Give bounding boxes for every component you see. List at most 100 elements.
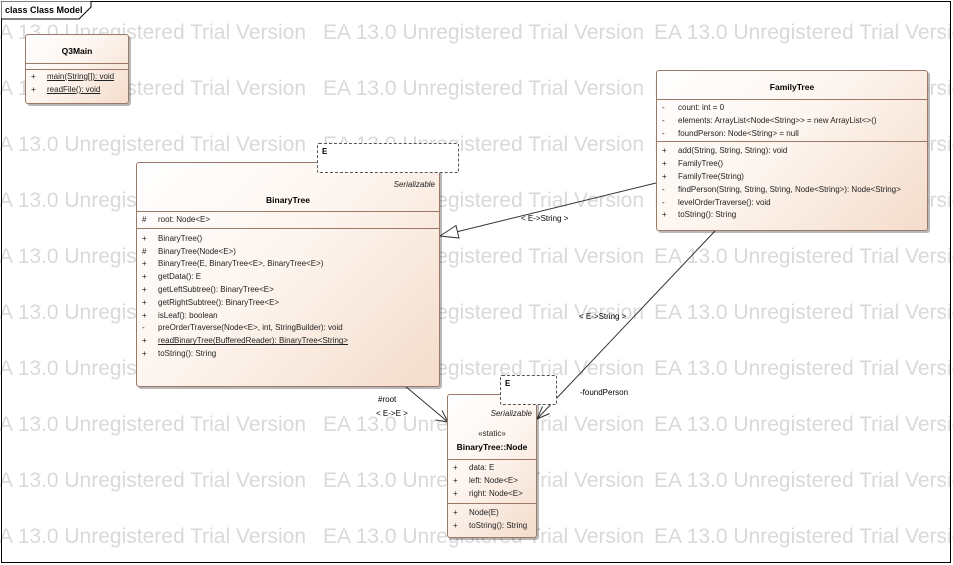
class-name: Q3Main <box>61 46 93 56</box>
template-parameter-box: E <box>500 375 557 405</box>
member-row[interactable]: +getData(): E <box>137 271 439 284</box>
member-signature: getData(): E <box>158 272 202 282</box>
member-signature: getRightSubtree(): BinaryTree<E> <box>158 297 280 307</box>
role-label: #root <box>378 395 397 404</box>
operations-compartment: +BinaryTree()#BinaryTree(Node<E>)+Binary… <box>137 229 439 361</box>
member-signature: foundPerson: Node<String> = null <box>678 128 799 138</box>
member-row[interactable]: + getLeftSubtree(): BinaryTree<E> <box>137 284 439 297</box>
member-row[interactable]: +data: E <box>448 462 536 475</box>
operations-compartment: +add(String, String, String): void+Famil… <box>657 142 927 222</box>
operations-compartment: +main(String[]): void+readFile(): void <box>26 70 128 97</box>
class-name: BinaryTree::Node <box>456 442 528 452</box>
member-row[interactable]: + toString(): String <box>448 520 536 533</box>
visibility-marker: + <box>662 210 667 220</box>
visibility-marker: - <box>662 103 665 112</box>
member-signature: readBinaryTree(BufferedReader): BinaryTr… <box>158 336 349 346</box>
visibility-marker: # <box>142 215 147 224</box>
operations-compartment: + Node(E) + toString(): String <box>448 504 536 533</box>
attributes-compartment: -count: int = 0-elements: ArrayList<Node… <box>657 100 927 143</box>
class-q3main[interactable]: Q3Main +main(String[]): void+readFile():… <box>25 34 129 104</box>
member-row[interactable]: +toString(): String <box>137 348 439 361</box>
member-signature: elements: ArrayList<Node<String>> = new … <box>678 115 877 125</box>
member-row[interactable]: -count: int = 0 <box>657 102 927 115</box>
member-signature: BinaryTree() <box>158 233 203 243</box>
member-row[interactable]: #BinaryTree(Node<E>) <box>137 246 439 259</box>
visibility-marker: - <box>662 197 665 207</box>
member-signature: Node(E) <box>469 508 499 518</box>
member-row[interactable]: +isLeaf(): boolean <box>137 310 439 323</box>
member-signature: BinaryTree(Node<E>) <box>158 246 236 256</box>
member-signature: getLeftSubtree(): BinaryTree<E> <box>158 284 274 294</box>
attributes-compartment <box>26 64 128 70</box>
interface-tag: Serializable <box>490 409 532 418</box>
visibility-marker: + <box>453 475 458 485</box>
member-row[interactable]: + BinaryTree() <box>137 233 439 246</box>
member-row[interactable]: + FamilyTree() <box>657 158 927 171</box>
class-binarytree[interactable]: Serializable BinaryTree #root: Node<E> +… <box>136 162 440 387</box>
member-row[interactable]: - foundPerson: Node<String> = null <box>657 128 927 141</box>
generalization-arrowhead <box>438 224 460 239</box>
member-row[interactable]: + Node(E) <box>448 507 536 520</box>
visibility-marker: + <box>142 297 147 307</box>
association-arrowhead <box>536 406 550 420</box>
member-row[interactable]: + getRightSubtree(): BinaryTree<E> <box>137 297 439 310</box>
member-signature: FamilyTree() <box>678 159 724 169</box>
member-row[interactable]: + left: Node<E> <box>448 475 536 488</box>
member-signature: toString(): String <box>678 210 737 220</box>
visibility-marker: - <box>662 115 665 125</box>
member-signature: toString(): String <box>158 348 217 358</box>
template-parameter: E <box>322 147 328 156</box>
binarytree-node-connector[interactable] <box>404 385 449 423</box>
member-signature: readFile(): void <box>47 84 101 94</box>
visibility-marker: + <box>31 72 36 81</box>
visibility-marker: + <box>142 284 147 294</box>
familytree-node-connector[interactable] <box>536 230 716 420</box>
visibility-marker: + <box>453 508 458 518</box>
class-name: FamilyTree <box>769 82 815 92</box>
member-row[interactable]: + add(String, String, String): void <box>657 145 927 158</box>
visibility-marker: + <box>662 159 667 169</box>
visibility-marker: + <box>142 233 147 243</box>
class-header: Serializable «static» BinaryTree::Node <box>448 395 536 460</box>
member-row[interactable]: +BinaryTree(E, BinaryTree<E>, BinaryTree… <box>137 258 439 271</box>
visibility-marker: + <box>142 259 147 269</box>
member-signature: FamilyTree(String) <box>678 171 744 181</box>
member-row[interactable]: #root: Node<E> <box>137 214 439 227</box>
visibility-marker: + <box>453 521 458 531</box>
member-row[interactable]: +FamilyTree(String) <box>657 171 927 184</box>
member-row[interactable]: +readFile(): void <box>26 84 128 97</box>
member-row[interactable]: + readBinaryTree(BufferedReader): BinaryT… <box>137 335 439 348</box>
visibility-marker: + <box>142 310 147 320</box>
member-row[interactable]: + right: Node<E> <box>448 488 536 501</box>
attributes-compartment: #root: Node<E> <box>137 212 439 229</box>
member-signature: data: E <box>469 463 495 472</box>
visibility-marker: - <box>142 323 145 333</box>
member-row[interactable]: -findPerson(String, String, String, Node… <box>657 184 927 197</box>
member-row[interactable]: - elements: ArrayList<Node<String>> = new… <box>657 115 927 128</box>
member-row[interactable]: -levelOrderTraverse(): void <box>657 197 927 210</box>
familytree-binarytree-connector[interactable] <box>455 182 657 233</box>
member-signature: left: Node<E> <box>469 475 518 485</box>
binding-label: < E->String > <box>579 312 627 321</box>
class-stereotype: «static» <box>478 429 506 438</box>
attributes-compartment: +data: E+left: Node<E>+right: Node<E> <box>448 460 536 505</box>
frame-title: class Class Model <box>5 5 83 15</box>
visibility-marker: + <box>142 336 147 346</box>
template-parameter: E <box>505 379 511 388</box>
class-binarytree-node[interactable]: Serializable «static» BinaryTree::Node +… <box>447 394 537 538</box>
visibility-marker: - <box>662 128 665 138</box>
member-signature: findPerson(String, String, String, Node<… <box>678 184 901 194</box>
member-signature: toString(): String <box>469 521 528 531</box>
visibility-marker: + <box>662 146 667 156</box>
visibility-marker: + <box>453 488 458 498</box>
class-header: FamilyTree <box>657 71 927 100</box>
member-signature: add(String, String, String): void <box>678 146 788 156</box>
interface-tag: Serializable <box>393 180 435 189</box>
member-row[interactable]: + toString(): String <box>657 209 927 222</box>
member-row[interactable]: +main(String[]): void <box>26 71 128 84</box>
class-familytree[interactable]: FamilyTree -count: int = 0-elements: Arr… <box>656 70 928 231</box>
member-signature: right: Node<E> <box>469 488 523 498</box>
member-row[interactable]: -preOrderTraverse(Node<E>, int, StringBu… <box>137 322 439 335</box>
